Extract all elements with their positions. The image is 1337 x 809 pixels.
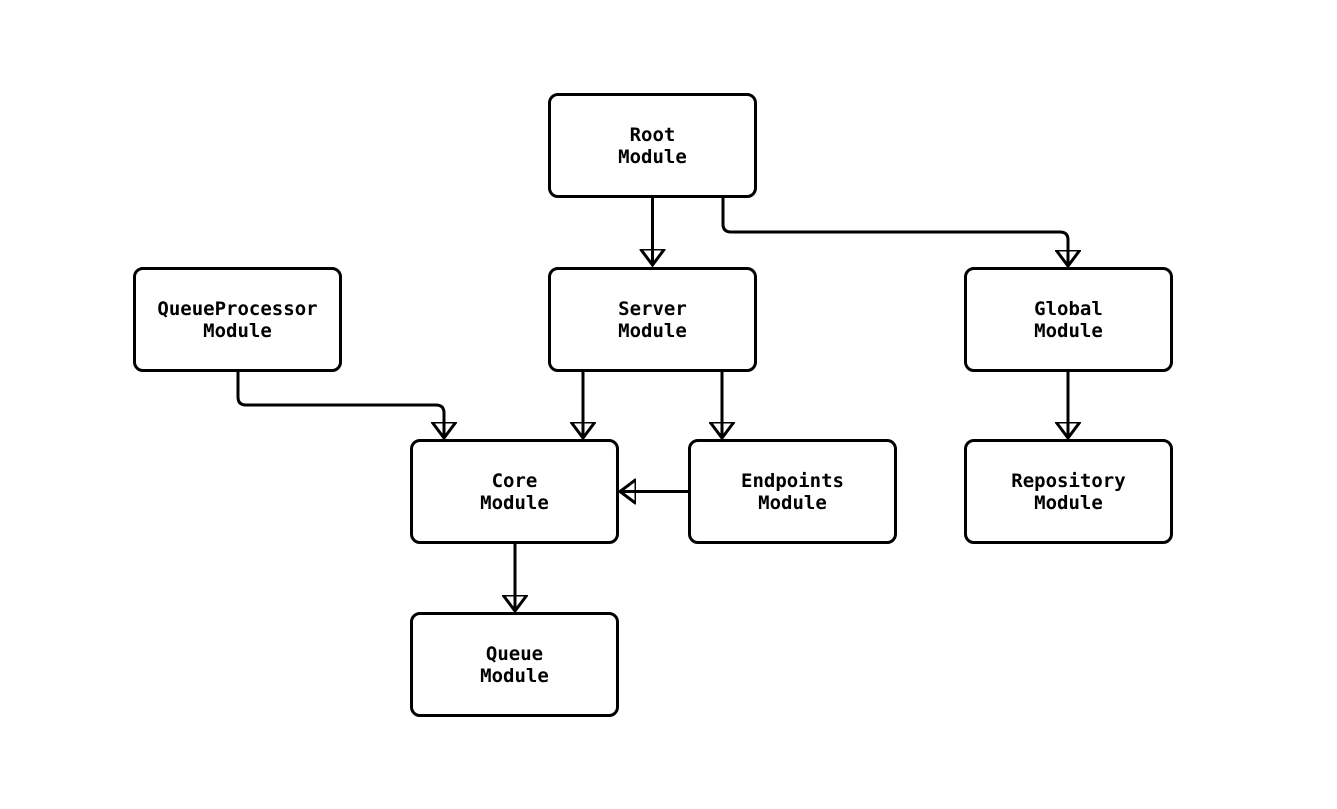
node-queue-module: Queue Module [410, 612, 619, 717]
edge-queueprocessor-to-core [236, 372, 444, 438]
node-repository-module: Repository Module [964, 439, 1173, 544]
node-core-module: Core Module [410, 439, 619, 544]
edge-root-to-global [721, 198, 1068, 266]
node-global-module: Global Module [964, 267, 1173, 372]
node-endpoints-module: Endpoints Module [688, 439, 897, 544]
node-server-module: Server Module [548, 267, 757, 372]
node-queueprocessor-module: QueueProcessor Module [133, 267, 342, 372]
node-root-module: Root Module [548, 93, 757, 198]
